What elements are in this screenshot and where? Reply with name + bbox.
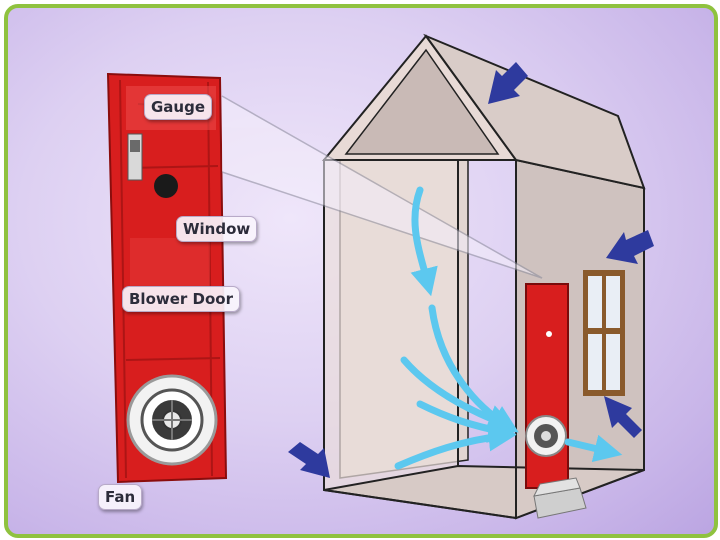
window-icon [583, 270, 625, 396]
infiltration-arrow-icon [288, 62, 654, 478]
diagram-frame: Gauge Window Blower Door Fan [4, 4, 718, 538]
fan-label: Fan [98, 484, 143, 510]
gauge-label: Gauge [144, 94, 213, 120]
blower-door-label: Blower Door [122, 286, 240, 312]
blower-door-diagram [106, 33, 654, 520]
fan-icon [126, 374, 218, 466]
airflow-arrow-icon [394, 186, 623, 470]
blower-door-closeup [106, 72, 228, 484]
window-label: Window [176, 216, 258, 242]
callout-lines [221, 95, 543, 279]
